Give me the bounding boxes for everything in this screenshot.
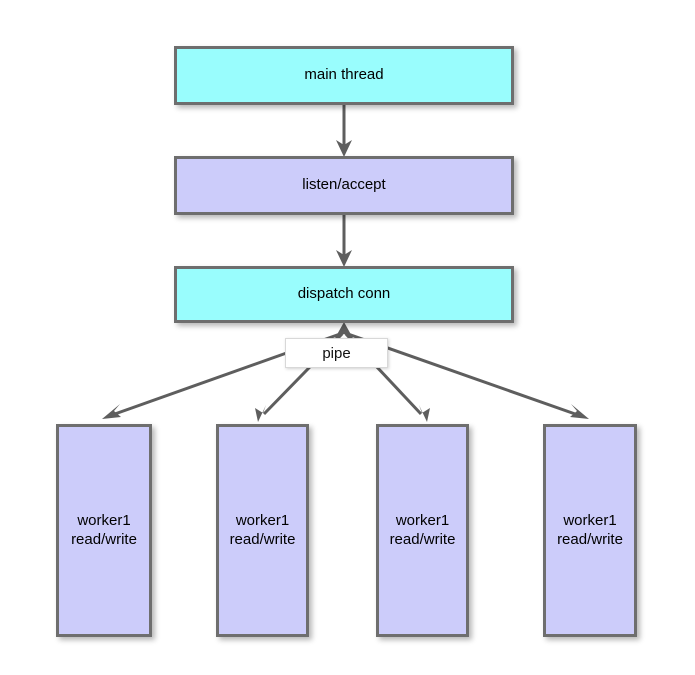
edge-label-pipe[interactable]: pipe xyxy=(285,338,388,368)
edge-listen-to-dispatch xyxy=(336,215,352,267)
node-worker-2-label: worker1 read/write xyxy=(230,512,296,550)
node-worker-3[interactable]: worker1 read/write xyxy=(376,424,469,637)
node-worker-2-line2: read/write xyxy=(229,530,296,548)
node-worker-2[interactable]: worker1 read/write xyxy=(216,424,309,637)
node-main-thread[interactable]: main thread xyxy=(174,46,514,105)
node-worker-1-line2: read/write xyxy=(71,530,137,548)
node-dispatch-conn-label: dispatch conn xyxy=(297,285,391,303)
node-worker-4-line2: read/write xyxy=(557,530,623,548)
node-worker-4-label: worker1 read/write xyxy=(557,512,623,550)
node-worker-1-label: worker1 read/write xyxy=(71,512,137,550)
node-listen-accept[interactable]: listen/accept xyxy=(174,156,514,215)
edge-label-pipe-text: pipe xyxy=(322,344,351,362)
node-worker-4-line1: worker1 xyxy=(563,511,617,529)
node-worker-4[interactable]: worker1 read/write xyxy=(543,424,637,637)
node-worker-3-line1: worker1 xyxy=(395,511,450,529)
node-worker-1-line1: worker1 xyxy=(77,511,131,529)
node-listen-accept-label: listen/accept xyxy=(302,176,386,194)
node-worker-1[interactable]: worker1 read/write xyxy=(56,424,152,637)
node-main-thread-label: main thread xyxy=(304,66,384,84)
node-worker-2-line1: worker1 xyxy=(235,511,290,529)
edge-main-to-listen xyxy=(336,105,352,157)
node-worker-3-label: worker1 read/write xyxy=(390,512,456,550)
node-worker-3-line2: read/write xyxy=(389,530,456,548)
node-dispatch-conn[interactable]: dispatch conn xyxy=(174,266,514,323)
